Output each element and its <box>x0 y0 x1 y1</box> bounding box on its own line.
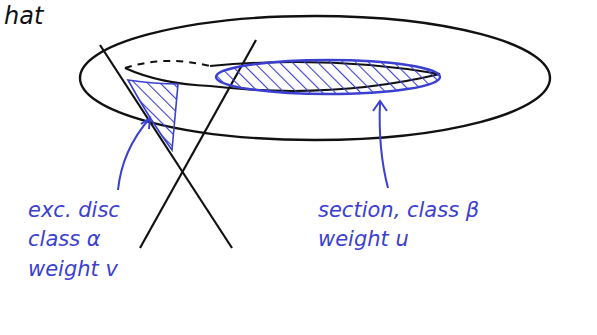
cone-rim <box>125 61 210 68</box>
arrow-head <box>141 118 150 129</box>
leader-line <box>118 118 150 190</box>
callout-label: exc. disc class α weight v <box>28 196 132 284</box>
callout-label: section, class β weight u <box>318 196 508 255</box>
section-disc <box>216 60 440 94</box>
outer-ellipse <box>80 16 550 140</box>
cut-off-word: hat <box>4 0 84 34</box>
arrow-head <box>373 101 387 111</box>
leader-line <box>380 102 388 188</box>
